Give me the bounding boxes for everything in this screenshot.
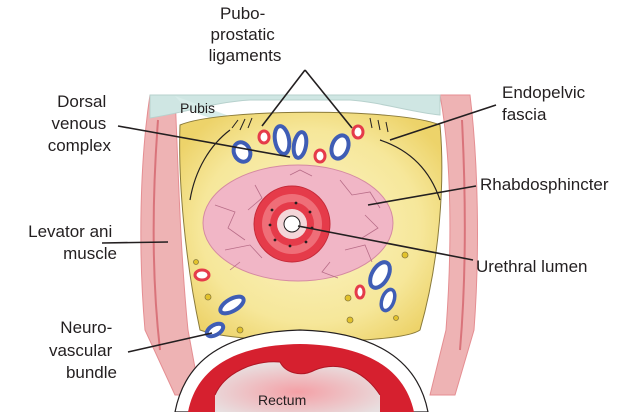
dorsal-venous-label: Dorsal venous complex [48, 92, 112, 155]
urethral-lumen [284, 216, 300, 232]
rectum-label: Rectum [258, 392, 306, 408]
pubo-prostatic-label: Pubo- prostatic ligaments [209, 4, 282, 65]
neurovascular-label: Neuro- vascular bundle [49, 318, 117, 382]
rhabdosphincter-label: Rhabdosphincter [480, 175, 609, 194]
endopelvic-label: Endopelvic fascia [502, 83, 590, 124]
urethral-lumen-label: Urethral lumen [476, 257, 588, 276]
pubis-label: Pubis [180, 100, 215, 116]
